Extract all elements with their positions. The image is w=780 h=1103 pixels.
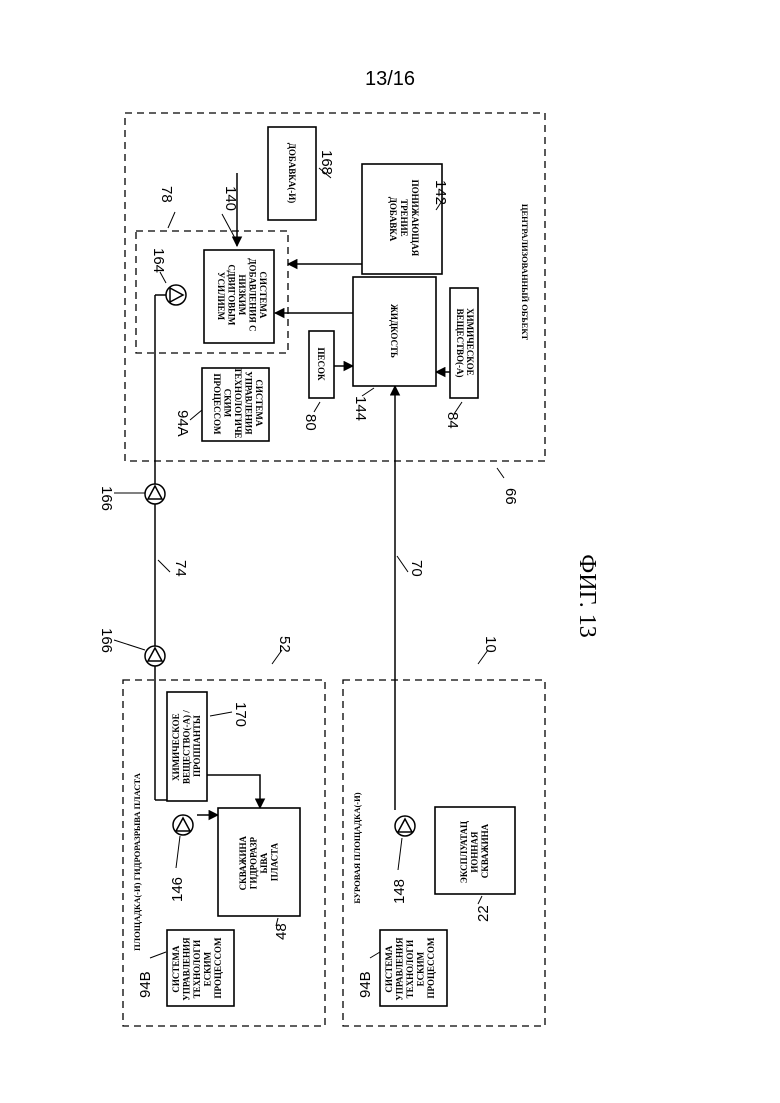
chemical-proppant-ref: 170 (232, 702, 249, 727)
pump-146-label: 146 (169, 877, 186, 902)
additive-ref: 168 (318, 150, 335, 175)
production-well-ref: 22 (475, 905, 492, 922)
process-control-system-b2-ref: 94B (357, 971, 374, 998)
sand-text: ПЕСОК (316, 347, 326, 381)
process-control-system-b2-text: СИСТЕМА УПРАВЛЕНИЯ ТЕХНОЛОГИ ЕСКИМ ПРОЦЕ… (384, 935, 436, 1001)
drill-site-title: БУРОВАЯ ПЛОЩАДКА(-И) (352, 792, 362, 903)
pump-164-label: 164 (150, 248, 167, 273)
pump-146 (173, 815, 193, 835)
process-control-system-a-ref: 94A (174, 410, 191, 437)
chemical-central-ref: 84 (444, 412, 461, 429)
central-facility-title: ЦЕНТРАЛИЗОВАННЫЙ ОБЪЕКТ (520, 204, 530, 341)
additive-text: ДОБАВКА(-И) (287, 143, 297, 204)
chemical-central-text: ХИМИЧЕСКОЕ ВЕЩЕСТВО(-А) (455, 308, 475, 378)
fluid-ref: 144 (352, 396, 369, 421)
pump-166-lower (145, 646, 165, 666)
process-control-system-b1-ref: 94B (137, 971, 154, 998)
ref-78: 78 (158, 186, 175, 203)
process-control-system-b1-text: СИСТЕМА УПРАВЛЕНИЯ ТЕХНОЛОГИ ЕСКИМ ПРОЦЕ… (171, 935, 223, 1001)
figure-label: ФИГ. 13 (574, 554, 600, 637)
line-74-label: 74 (172, 560, 189, 577)
ref-66: 66 (502, 488, 519, 505)
sand-ref: 80 (302, 414, 319, 431)
chemical-proppant-text: ХИМИЧЕСКОЕ ВЕЩЕСТВО(-А) / ПРОППАНТЫ (171, 708, 202, 784)
frac-site-title: ПЛОЩАДКА(-И) ГИДРОРАЗРЫВА ПЛАСТА (132, 772, 142, 951)
pump-166-upper-label: 166 (98, 486, 115, 511)
pump-148-label: 148 (391, 879, 408, 904)
low-shear-system-ref: 140 (222, 186, 239, 211)
pump-166-upper (145, 484, 165, 504)
friction-reducer-ref: 142 (432, 180, 449, 205)
pump-148 (395, 816, 415, 836)
line-70-label: 70 (408, 560, 425, 577)
ref-10: 10 (482, 636, 499, 653)
fluid-text: ЖИДКОСТЬ (389, 304, 399, 358)
ref-52: 52 (276, 636, 293, 653)
pump-164 (166, 285, 186, 305)
pump-166-lower-label: 166 (98, 628, 115, 653)
